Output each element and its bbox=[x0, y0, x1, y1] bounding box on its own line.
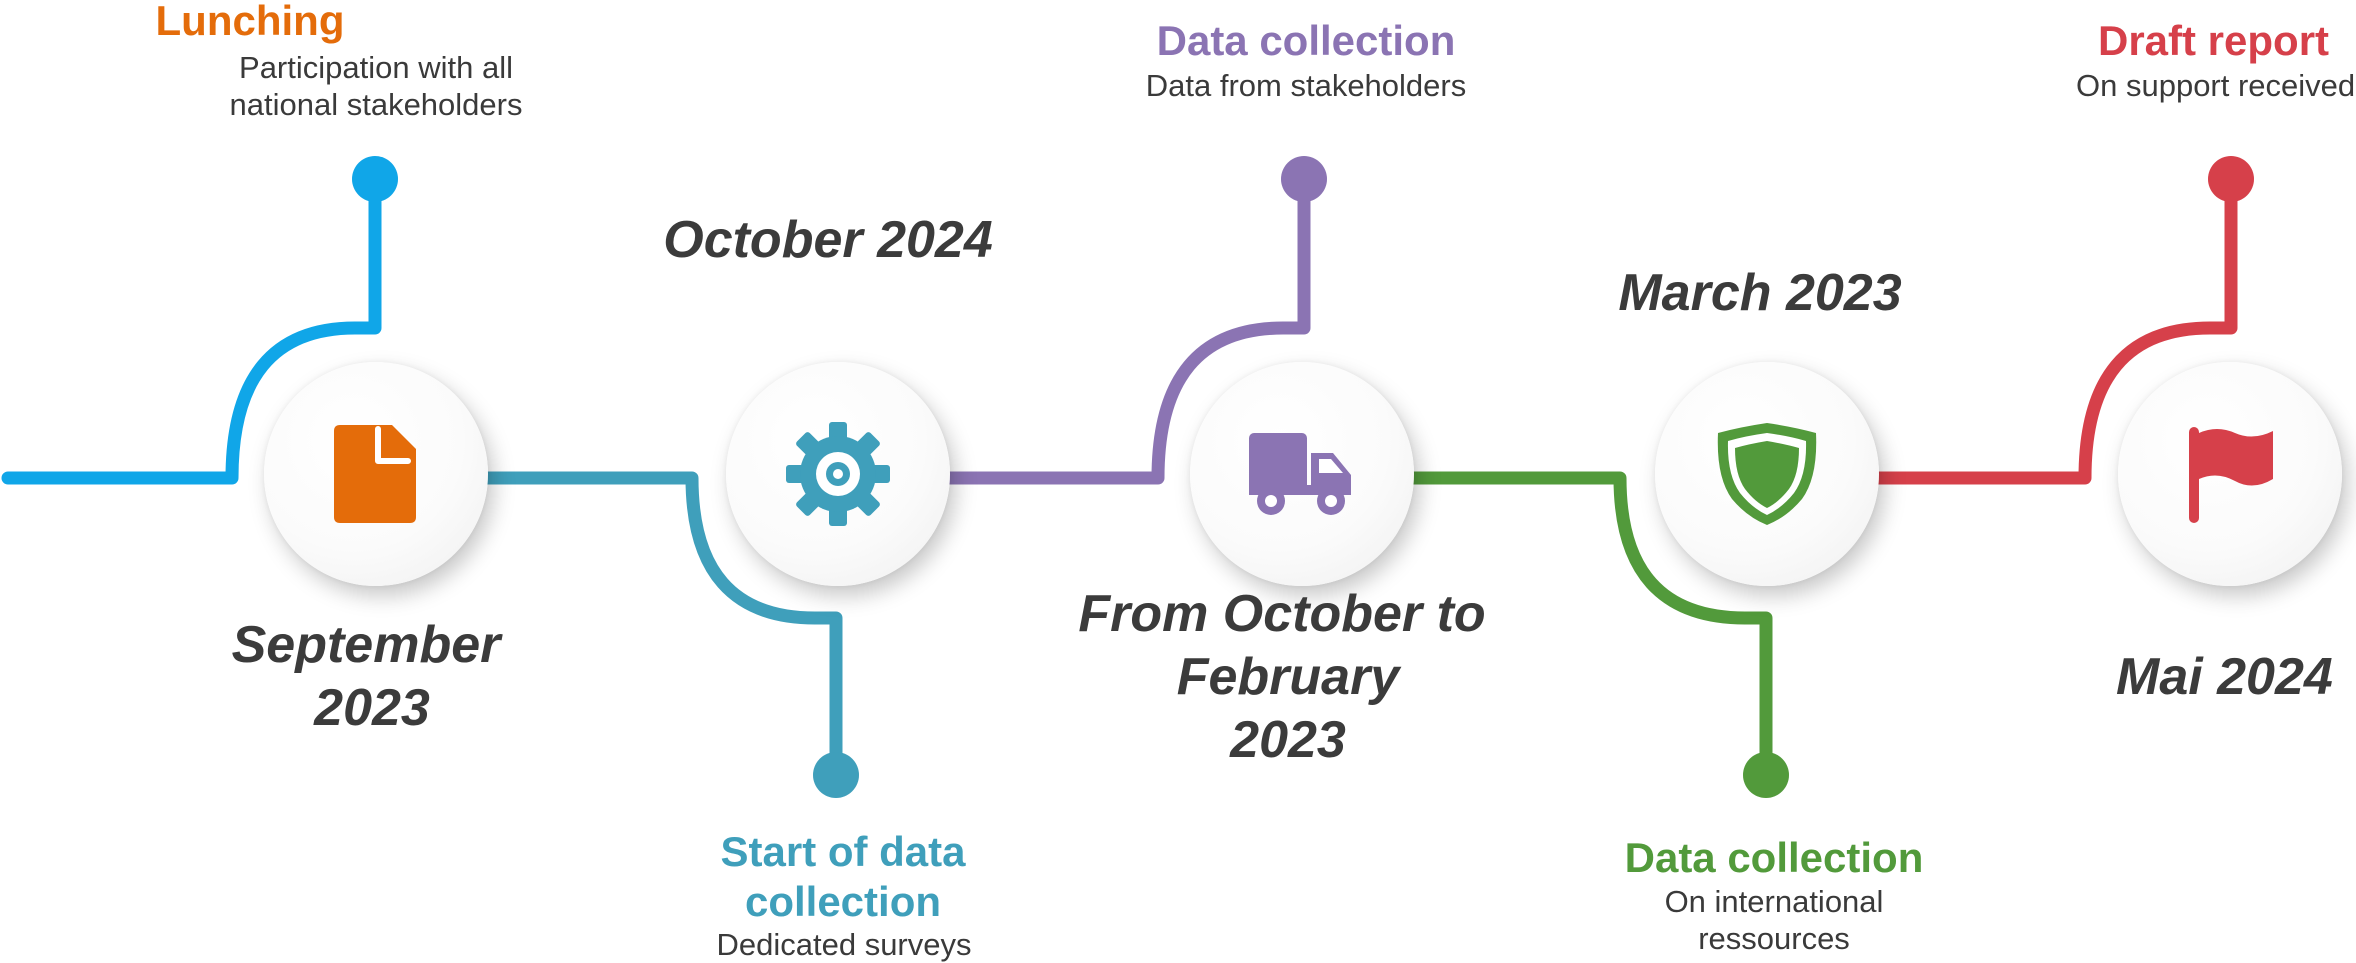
milestone-5-date: Mai 2024 bbox=[2116, 648, 2333, 706]
milestone-3-icon-circle bbox=[1190, 362, 1414, 586]
connector-2 bbox=[478, 471, 843, 783]
milestone-3-date-line-1: From October to bbox=[1078, 585, 1486, 643]
milestone-1-description-line-2: national stakeholders bbox=[229, 87, 523, 122]
milestone-5-description: On support received bbox=[2076, 68, 2356, 103]
milestone-4-title: Data collection bbox=[1624, 834, 1924, 881]
truck-icon bbox=[1249, 433, 1351, 515]
milestone-4-date: March 2023 bbox=[1618, 264, 1902, 322]
milestone-3-title: Data collection bbox=[1156, 17, 1456, 64]
shield-icon bbox=[1717, 423, 1817, 525]
milestone-4-dot bbox=[1743, 752, 1789, 798]
milestone-1-title: Lunching bbox=[155, 0, 345, 44]
gear-icon bbox=[786, 422, 890, 526]
connector-4 bbox=[1405, 471, 1773, 783]
milestone-2-title-line-2: collection bbox=[744, 878, 942, 925]
milestone-5-title: Draft report bbox=[2098, 17, 2330, 64]
milestone-1-dot bbox=[352, 156, 398, 202]
milestone-3-date-line-2: February bbox=[1176, 648, 1400, 706]
milestone-5-icon-circle bbox=[2118, 362, 2342, 586]
milestone-3-date-line-3: 2023 bbox=[1230, 711, 1346, 769]
milestone-5-dot bbox=[2208, 156, 2254, 202]
milestone-1-description-line-1: Participation with all bbox=[239, 50, 513, 85]
milestone-1-date-line-2: 2023 bbox=[314, 679, 430, 737]
milestone-2-icon-circle bbox=[726, 362, 950, 586]
milestone-2-description: Dedicated surveys bbox=[716, 927, 972, 962]
connector-5 bbox=[1871, 173, 2238, 485]
milestone-3-dot bbox=[1281, 156, 1327, 202]
milestone-4-icon-circle bbox=[1655, 362, 1879, 586]
document-icon bbox=[334, 425, 416, 523]
milestone-1-date-line-1: September bbox=[231, 616, 501, 674]
milestone-1-icon-circle bbox=[264, 362, 488, 586]
connector-3 bbox=[943, 173, 1311, 485]
milestone-2-dot bbox=[813, 752, 859, 798]
connector-1 bbox=[1, 173, 382, 485]
milestone-2-date: October 2024 bbox=[663, 211, 993, 269]
milestone-4-description-line-2: ressources bbox=[1698, 921, 1850, 956]
flag-icon bbox=[2189, 427, 2273, 523]
milestone-2-title-line-1: Start of data bbox=[720, 828, 966, 875]
milestone-3-description: Data from stakeholders bbox=[1145, 68, 1467, 103]
milestone-4-description-line-1: On international bbox=[1664, 884, 1884, 919]
